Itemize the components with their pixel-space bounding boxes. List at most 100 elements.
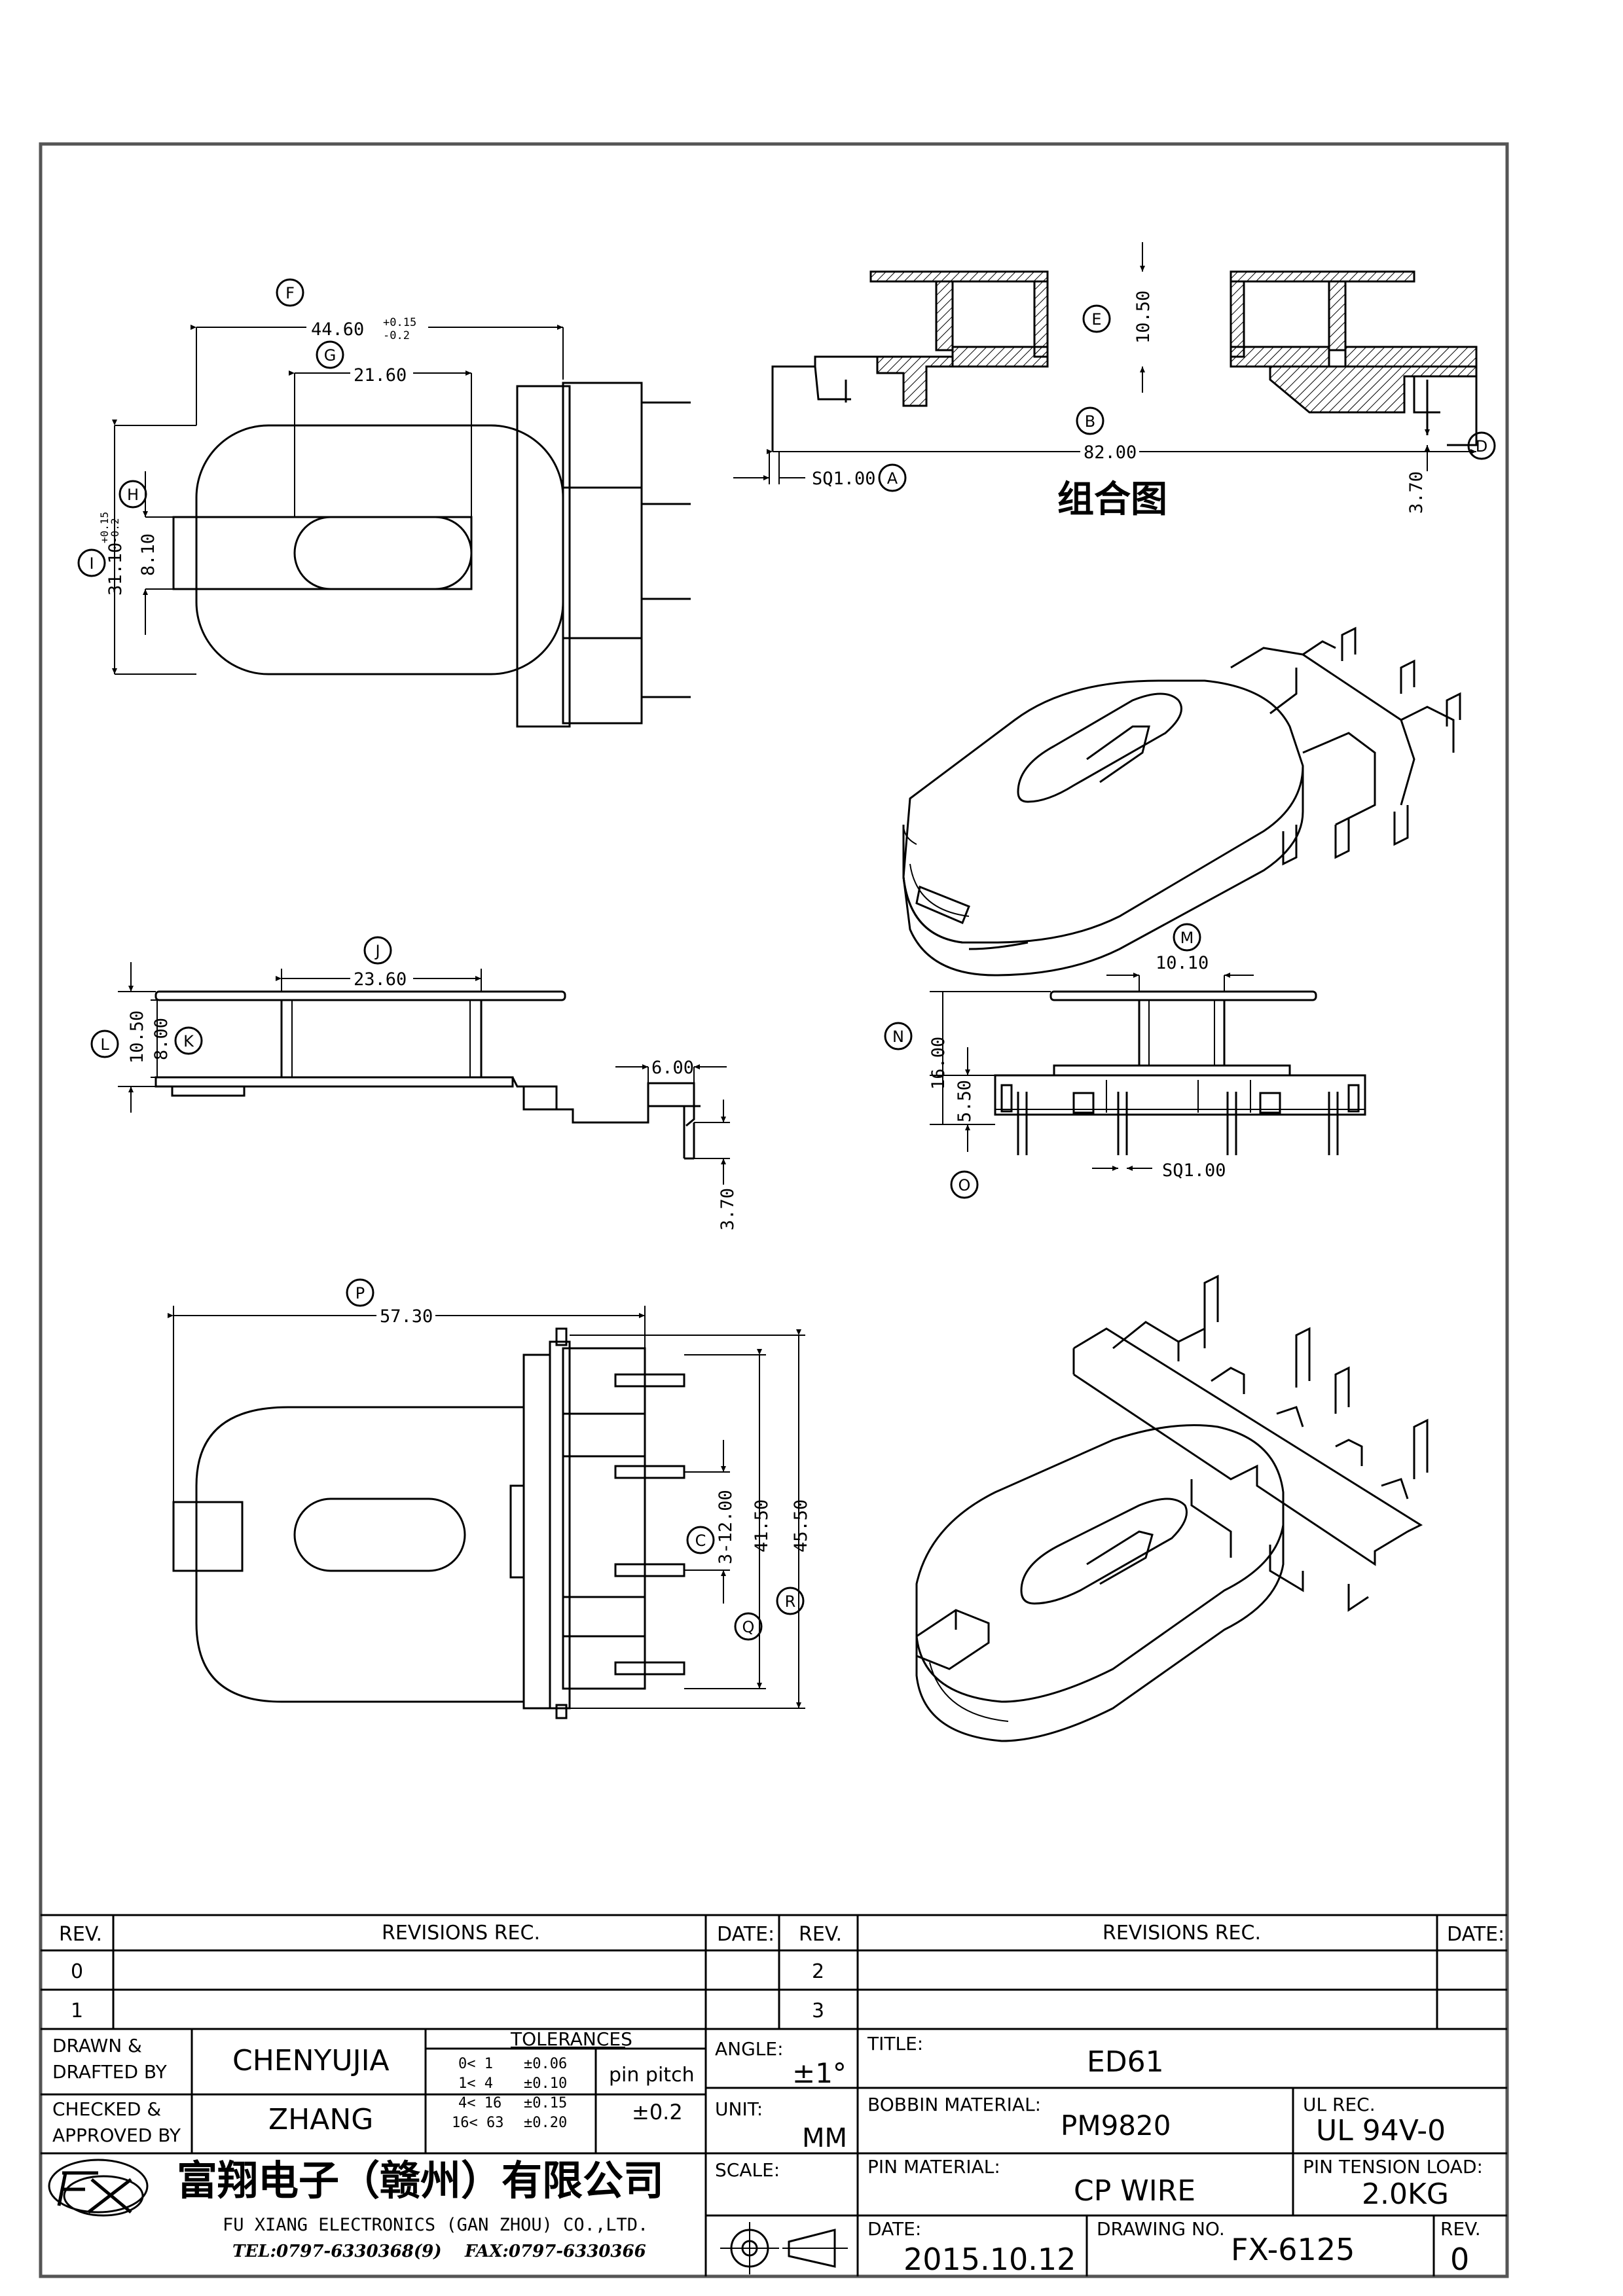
- tol-value-1: ±0.10: [524, 2075, 567, 2092]
- date-header-right: DATE:: [1447, 1923, 1504, 1946]
- dim-31-10-tol-plus: +0.15: [98, 512, 111, 543]
- label-g: G: [324, 346, 337, 365]
- dim-10-10: 10.10: [1156, 953, 1209, 973]
- rev-header-left: REV.: [59, 1923, 102, 1946]
- dim-10-50: 10.50: [1133, 291, 1154, 344]
- label-e: E: [1091, 310, 1101, 329]
- rev-row-3: 3: [812, 2000, 824, 2022]
- dim-16-00: 16.00: [928, 1037, 949, 1090]
- tol-value-0: ±0.06: [524, 2056, 567, 2072]
- dim-8-00: 8.00: [151, 1018, 172, 1060]
- label-a: A: [887, 469, 898, 488]
- company-fax: FAX:0797-6330366: [464, 2242, 646, 2261]
- dim-41-50: 41.50: [752, 1499, 772, 1552]
- label-p: P: [356, 1284, 365, 1302]
- dim-44-60-tol-plus: +0.15: [383, 316, 416, 329]
- bottom-left-view: [168, 1278, 805, 1719]
- mid-left-view: [90, 936, 730, 1185]
- label-f: F: [285, 284, 295, 302]
- checked-label: CHECKED &APPROVED BY: [52, 2098, 181, 2146]
- dim-31-10-tol-minus: -0.2: [109, 518, 121, 543]
- dim-3-70-mid: 3.70: [718, 1188, 738, 1230]
- rev-row-1: 1: [71, 2000, 83, 2022]
- dim-82-00: 82.00: [1084, 442, 1137, 463]
- label-r: R: [785, 1592, 796, 1611]
- bobbin-value: PM9820: [1061, 2109, 1171, 2142]
- checked-value: ZHANG: [268, 2103, 373, 2136]
- dim-5-50: 5.50: [955, 1080, 975, 1122]
- top-right-section-view: [733, 242, 1496, 492]
- rev-row-2: 2: [812, 1960, 824, 1983]
- tolerances-header: TOLERANCES: [510, 2028, 632, 2050]
- rev-label: REV.: [1440, 2218, 1481, 2240]
- label-l: L: [100, 1035, 109, 1054]
- sheet-border: [39, 142, 1509, 2278]
- tol-range-0: 0< 1: [458, 2056, 493, 2072]
- drawing-no-value: FX-6125: [1231, 2232, 1355, 2267]
- label-q: Q: [742, 1618, 755, 1636]
- revisions-header-left: REVISIONS REC.: [382, 1922, 540, 1945]
- dim-23-60: 23.60: [354, 969, 407, 990]
- ul-label: UL REC.: [1303, 2094, 1376, 2115]
- pin-tension-label: PIN TENSION LOAD:: [1303, 2156, 1483, 2178]
- title-label: TITLE:: [867, 2033, 923, 2054]
- pin-pitch-label: pin pitch: [609, 2064, 695, 2087]
- dim-10-50-mid: 10.50: [127, 1011, 147, 1064]
- top-left-view: [77, 278, 691, 728]
- bobbin-flange-outline: [195, 424, 564, 675]
- dim-57-30: 57.30: [380, 1306, 433, 1327]
- pin-header-body: [516, 385, 571, 728]
- rev-value: 0: [1450, 2242, 1469, 2277]
- tol-value-3: ±0.20: [524, 2115, 567, 2131]
- unit-value: MM: [802, 2123, 847, 2153]
- pin-material-value: CP WIRE: [1074, 2174, 1195, 2208]
- company-name-cn: 富翔电子（赣州）有限公司: [177, 2157, 664, 2204]
- tol-range-2: 4< 16: [458, 2095, 501, 2111]
- drawn-value: CHENYUJIA: [232, 2044, 390, 2077]
- label-d: D: [1476, 437, 1487, 456]
- pin-tension-value: 2.0KG: [1362, 2178, 1449, 2211]
- title-value: ED61: [1087, 2045, 1164, 2079]
- dim-sq1-00-mid: SQ1.00: [1162, 1160, 1226, 1181]
- assembly-title: 组合图: [1057, 478, 1167, 521]
- label-b: B: [1085, 412, 1095, 431]
- tol-range-1: 1< 4: [458, 2075, 493, 2092]
- dim-3-70: 3.70: [1406, 471, 1427, 514]
- dim-8-10: 8.10: [138, 533, 158, 576]
- bobbin-label: BOBBIN MATERIAL:: [867, 2094, 1041, 2115]
- angle-value: ±1°: [792, 2057, 847, 2089]
- unit-label: UNIT:: [715, 2098, 763, 2120]
- date-header-left: DATE:: [717, 1923, 775, 1946]
- dim-45-50: 45.50: [791, 1499, 811, 1552]
- company-tel: TEL:0797-6330368(9): [232, 2242, 442, 2261]
- mid-right-view: [884, 923, 1366, 1199]
- pin-pitch-value: ±0.2: [632, 2100, 683, 2125]
- title-block: [41, 1914, 1507, 2276]
- label-c: C: [695, 1532, 706, 1550]
- label-h: H: [127, 486, 139, 504]
- rev-row-0: 0: [71, 1960, 83, 1983]
- dim-31-10: 31.10: [105, 543, 126, 596]
- dim-6-00: 6.00: [651, 1058, 694, 1078]
- tol-range-3: 16< 63: [452, 2115, 503, 2131]
- dim-3-12-00: 3-12.00: [716, 1490, 736, 1564]
- label-o: O: [958, 1176, 971, 1194]
- date-label: DATE:: [867, 2218, 921, 2240]
- company-logo: [48, 2159, 149, 2217]
- center-slot: [293, 516, 473, 590]
- tol-value-2: ±0.15: [524, 2095, 567, 2111]
- date-value: 2015.10.12: [903, 2242, 1076, 2277]
- label-i: I: [89, 554, 94, 573]
- company-name-en: FU XIANG ELECTRONICS (GAN ZHOU) CO.,LTD.: [223, 2215, 648, 2235]
- dim-44-60-tol-minus: -0.2: [383, 329, 410, 342]
- dim-sq1-00: SQ1.00: [812, 469, 876, 489]
- projection-symbol: [720, 2222, 848, 2274]
- label-j: J: [374, 942, 380, 960]
- label-m: M: [1180, 929, 1194, 947]
- angle-label: ANGLE:: [715, 2038, 784, 2060]
- iso-view-1: [902, 626, 1461, 977]
- center-tab: [172, 516, 473, 590]
- dim-44-60: 44.60: [311, 319, 364, 340]
- label-n: N: [892, 1028, 904, 1046]
- scale-label: SCALE:: [715, 2159, 780, 2181]
